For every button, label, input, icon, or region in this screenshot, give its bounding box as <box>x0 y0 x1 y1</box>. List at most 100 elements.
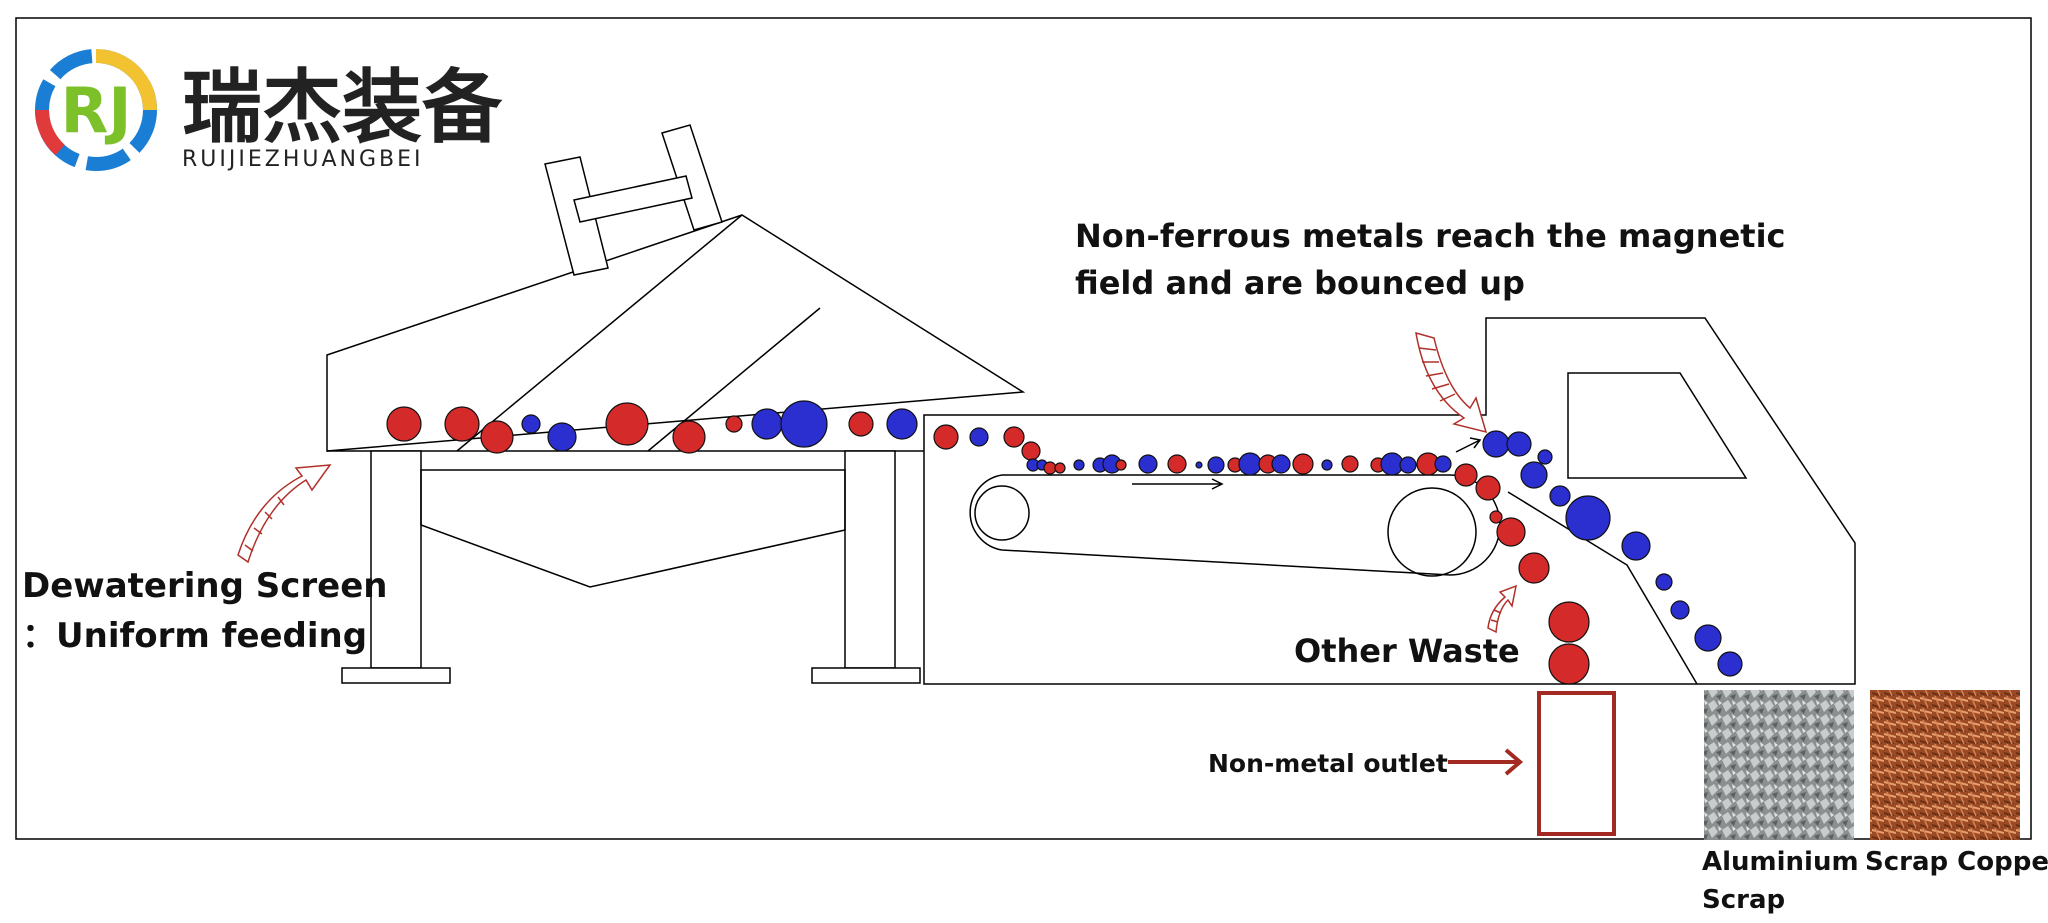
dewatering-label-line2: ：Uniform feeding <box>22 616 367 656</box>
nonferrous-particle <box>444 406 480 442</box>
waste-particle <box>1138 454 1158 474</box>
nonferrous-particle <box>725 415 743 433</box>
logo-letters: RJ <box>61 74 132 147</box>
outlet-pointer-arrowhead <box>1504 748 1524 776</box>
screen-foot-right <box>811 667 921 684</box>
nonferrous-particle <box>1341 455 1359 473</box>
nonferrous-particle <box>1021 441 1041 461</box>
nonferrous-particle <box>386 406 422 442</box>
nonferrous-particle <box>1167 454 1187 474</box>
other-waste-arrow-hatch-2 <box>1493 609 1502 614</box>
waste-particle <box>521 414 541 434</box>
logo-gear-arc-red <box>35 109 65 156</box>
waste-particle <box>1694 624 1722 652</box>
waste-particle <box>1537 449 1553 465</box>
nonferrous-label-line2: field and are bounced up <box>1075 264 1525 302</box>
bounce-arrowhead <box>1469 437 1482 449</box>
other-waste-arrow-hatch-1 <box>1490 619 1499 623</box>
nonmetal-outlet-box <box>1537 691 1616 836</box>
logo-name-pinyin: RUIJIEZHUANGBEI <box>182 147 424 172</box>
belt-direction-arrowhead <box>1211 478 1224 490</box>
screen-underframe <box>420 469 846 588</box>
feed-arrow-hatch-3 <box>264 511 273 520</box>
waste-particle <box>1506 431 1532 457</box>
nonferrous-arrow-hatch-3 <box>1425 372 1444 377</box>
waste-particle <box>969 427 989 447</box>
screen-hopper <box>326 214 1026 452</box>
waste-particle <box>1073 459 1085 471</box>
feed-arrow-hatch-4 <box>277 496 285 506</box>
logo-gear-arc-yellow <box>95 49 157 111</box>
nonferrous-arrow <box>1415 331 1488 434</box>
material-particles <box>386 400 1743 685</box>
waste-particle <box>1670 600 1690 620</box>
waste-particle <box>780 400 828 448</box>
aluminium-scrap-photo <box>1704 690 1854 840</box>
nonferrous-particle <box>1115 459 1127 471</box>
waste-particle <box>1717 651 1743 677</box>
nonferrous-particle <box>848 411 874 437</box>
waste-particle <box>1520 461 1548 489</box>
other-waste-arrow <box>1487 584 1518 634</box>
waste-particle <box>1238 452 1262 476</box>
logo-name-cn: 瑞杰装备 <box>182 61 503 154</box>
nonferrous-particle <box>1003 426 1025 448</box>
nonferrous-particle <box>480 420 514 454</box>
aluminium-label-line1: Aluminium <box>1702 847 1859 877</box>
outer-frame <box>15 17 2032 840</box>
company-logo: RJ 瑞杰装备 RUIJIEZHUANGBEI <box>35 49 503 172</box>
screen-leg-right <box>844 450 896 669</box>
nonferrous-particle <box>1548 601 1590 643</box>
nonferrous-arrow-hatch-5 <box>1439 393 1456 402</box>
waste-particle <box>547 422 577 452</box>
nonferrous-particle <box>1043 461 1057 475</box>
feed-arrow-hatch-2 <box>253 527 263 535</box>
nonferrous-particle <box>1054 462 1066 474</box>
vibration-motor-left <box>544 156 609 276</box>
waste-particle <box>886 408 918 440</box>
vibration-motor-right <box>661 124 723 231</box>
waste-particle <box>1321 459 1333 471</box>
eddy-current-separator <box>923 317 1856 685</box>
nonmetal-outlet-label: Non-metal outlet <box>1208 749 1448 778</box>
separator-splitter <box>1507 491 1698 685</box>
screen-foot-left <box>341 667 451 684</box>
nonferrous-particle <box>1489 510 1503 524</box>
feed-arrow <box>237 464 332 564</box>
nonferrous-particle <box>605 402 649 446</box>
scrap-copper-label: Scrap Copper <box>1865 847 2048 877</box>
separator-window <box>1567 372 1748 479</box>
nonferrous-particle <box>672 420 706 454</box>
waste-particle <box>1271 454 1291 474</box>
waste-particle <box>1195 461 1203 469</box>
nonferrous-arrow-hatch-4 <box>1431 383 1450 390</box>
feed-arrow-shape <box>237 464 332 564</box>
nonferrous-particle <box>1548 643 1590 685</box>
screen-slope-1 <box>456 214 743 452</box>
copper-scrap-photo <box>1870 690 2020 840</box>
dewatering-label-line1: Dewatering Screen <box>22 566 387 606</box>
waste-particle <box>751 408 783 440</box>
bounce-arrow <box>1455 439 1481 453</box>
waste-particle <box>1399 456 1417 474</box>
waste-particle <box>1621 531 1651 561</box>
aluminium-label-line2: Scrap <box>1702 885 1785 915</box>
waste-particle <box>1207 456 1225 474</box>
dewatering-screen <box>326 124 1026 684</box>
nonferrous-particle <box>1454 463 1478 487</box>
nonferrous-arrow-shape <box>1415 331 1488 434</box>
nonferrous-particle <box>1496 517 1526 547</box>
other-waste-label: Other Waste <box>1294 632 1520 670</box>
conveyor-drive-pulley <box>974 485 1030 541</box>
waste-particle <box>1482 430 1510 458</box>
waste-particle <box>1565 495 1611 541</box>
feed-arrow-hatch-1 <box>244 544 254 552</box>
vibration-motor-bar <box>573 175 693 223</box>
waste-particle <box>1655 573 1673 591</box>
nonferrous-particle <box>933 424 959 450</box>
nonferrous-particle <box>1292 453 1314 475</box>
eddy-current-rotor <box>1387 487 1477 577</box>
nonferrous-label-line1: Non-ferrous metals reach the magnetic <box>1075 217 1786 255</box>
